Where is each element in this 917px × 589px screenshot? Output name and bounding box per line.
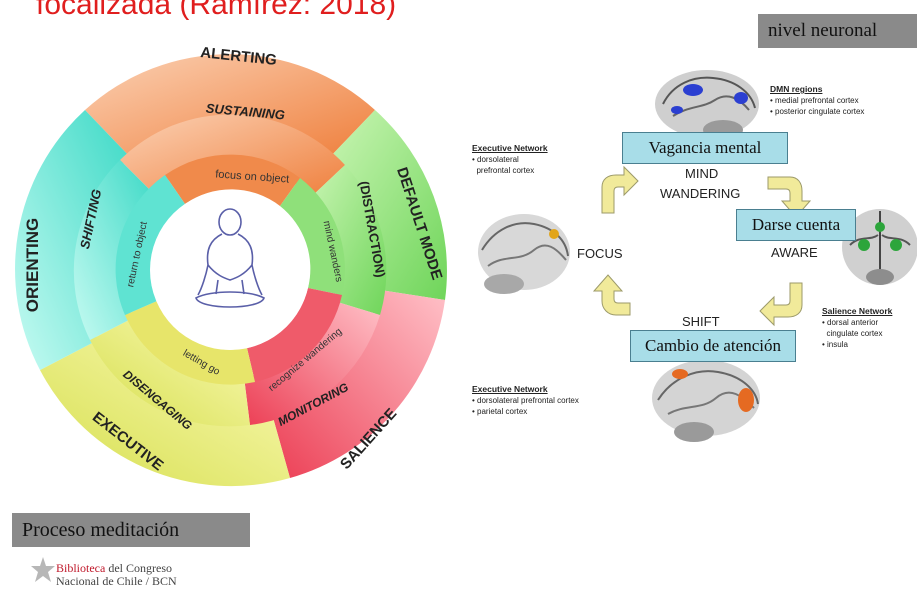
segment-orienting	[15, 110, 130, 370]
slide-title: focalizada (Ramírez: 2018)	[36, 0, 397, 21]
network-executive-bottom: Executive Network • dorsolateral prefron…	[472, 384, 579, 416]
label-shift: SHIFT	[682, 314, 720, 329]
meditation-process-tag: Proceso meditación	[12, 513, 250, 547]
network-executive-top-item: prefrontal cortex	[476, 166, 535, 175]
inner-ring	[115, 154, 345, 385]
bcn-logo-text: Biblioteca del Congreso Nacional de Chil…	[56, 562, 177, 588]
segment-letting-go	[125, 301, 255, 385]
segment-salience	[272, 290, 445, 478]
network-salience-title: Salience Network	[822, 306, 893, 316]
network-salience: Salience Network • dorsal anterior cingu…	[822, 306, 893, 349]
neural-level-tag: nivel neuronal	[758, 14, 917, 48]
brain-medial-dmn-image	[655, 70, 759, 140]
middle-ring	[73, 114, 387, 427]
label-focus-on-object: focus on object	[215, 168, 290, 185]
arrow-shift-to-focus	[592, 274, 631, 316]
network-salience-item: cingulate cortex	[826, 329, 883, 338]
state-box-mind-wandering: Vagancia mental	[622, 132, 788, 164]
network-dmn-item: medial prefrontal cortex	[775, 96, 859, 105]
label-wandering: WANDERING	[660, 186, 741, 201]
brain-executive-bottom-image	[652, 360, 760, 442]
segment-return-to-object	[115, 175, 185, 315]
segment-distraction	[310, 165, 387, 315]
segment-mind-wanders	[280, 178, 345, 295]
bcn-logo-text-rest: del Congreso	[105, 561, 172, 575]
network-dmn-item: posterior cingulate cortex	[775, 107, 865, 116]
bcn-logo-red-text: Biblioteca	[56, 561, 106, 575]
segment-focus-on-object	[165, 154, 300, 206]
segment-monitoring	[244, 301, 380, 425]
arrow-aware-to-shift	[759, 282, 803, 327]
cycle-arrows	[592, 165, 812, 327]
label-sustaining: SUSTAINING	[205, 101, 285, 123]
label-mind: MIND	[685, 166, 719, 181]
segment-shifting	[73, 160, 153, 340]
meditator-icon	[195, 208, 265, 308]
network-salience-item: dorsal anterior	[827, 318, 879, 327]
label-orienting: ORIENTING	[23, 218, 42, 312]
label-aware: AWARE	[771, 245, 818, 260]
network-dmn: DMN regions • medial prefrontal cortex •…	[770, 84, 865, 116]
network-executive-top-title: Executive Network	[472, 143, 548, 153]
bcn-logo-text-line2: Nacional de Chile / BCN	[56, 574, 177, 588]
network-executive-bottom-title: Executive Network	[472, 384, 548, 394]
network-salience-item: insula	[827, 340, 848, 349]
bcn-star-logo-icon	[31, 557, 55, 582]
network-executive-top: Executive Network • dorsolateral prefron…	[472, 143, 548, 175]
arrow-focus-to-mind-wandering	[601, 165, 639, 214]
state-box-aware: Darse cuenta	[736, 209, 856, 241]
brain-coronal-salience-image	[842, 209, 917, 285]
network-executive-top-item: dorsolateral	[477, 155, 519, 164]
brain-executive-top-image	[478, 214, 570, 294]
segment-disengaging	[90, 318, 250, 427]
network-dmn-title: DMN regions	[770, 84, 823, 94]
segment-executive	[40, 340, 290, 487]
label-focus: FOCUS	[577, 246, 623, 261]
meditation-cycle-wheel: ORIENTING ALERTING DEFAULT MODE SALIENCE…	[15, 44, 447, 487]
segment-alerting	[85, 54, 375, 157]
network-executive-bottom-item: dorsolateral prefrontal cortex	[477, 396, 579, 405]
network-executive-bottom-item: parietal cortex	[477, 407, 528, 416]
state-box-shift: Cambio de atención	[630, 330, 796, 362]
segment-recognize-wandering	[247, 288, 342, 382]
segment-default-mode	[330, 110, 447, 300]
